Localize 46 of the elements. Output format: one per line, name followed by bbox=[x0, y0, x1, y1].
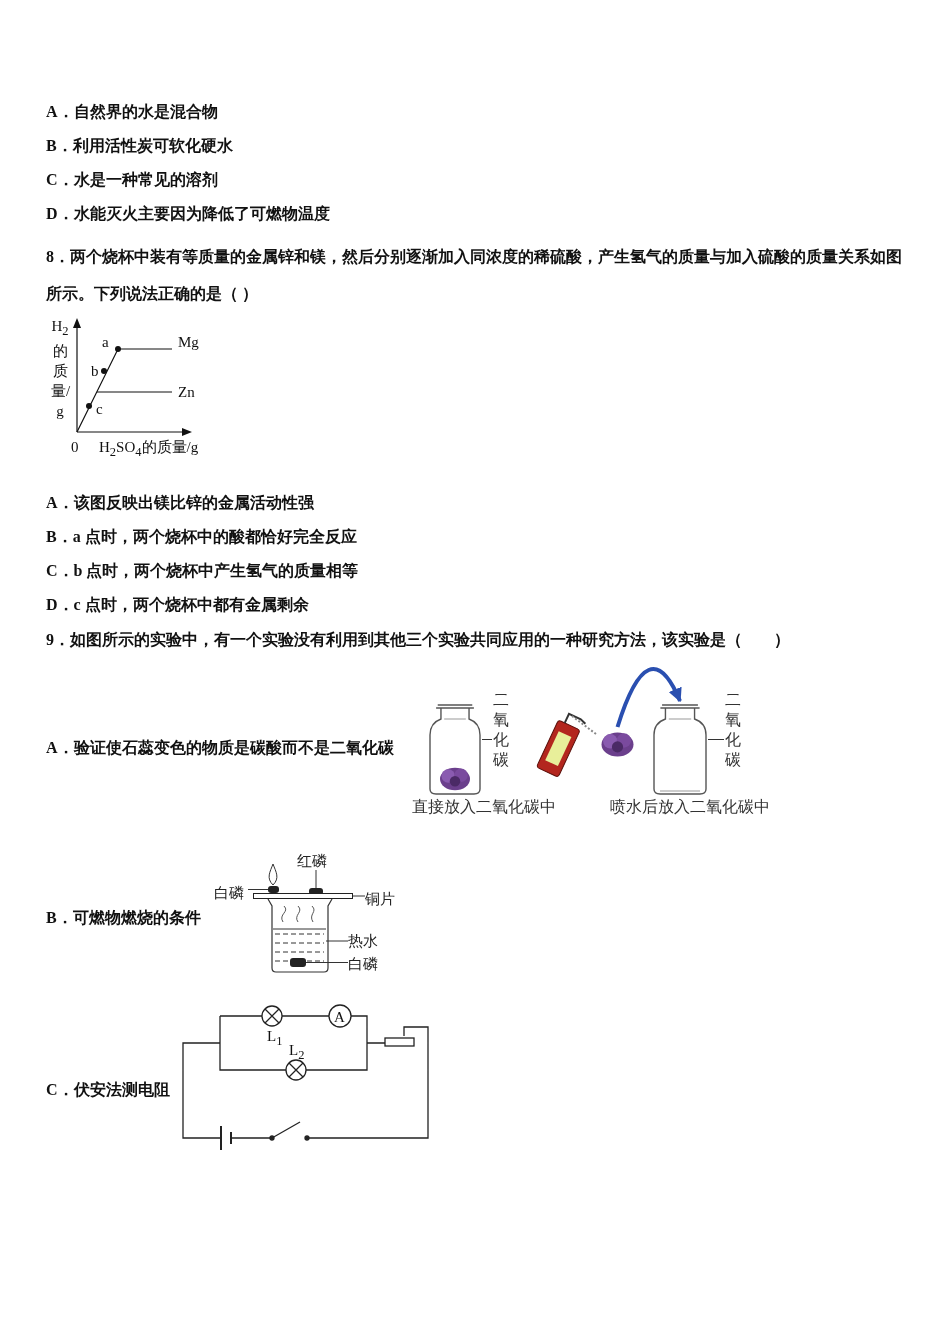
question-text: 9．如图所示的实验中，有一个实验没有利用到其他三个实验共同应用的一种研究方法，该实验是（ ） bbox=[46, 630, 790, 650]
gas-jar-drawing bbox=[428, 703, 482, 795]
answer-option: A．验证使石蕊变色的物质是碳酸而不是二氧化碳 bbox=[46, 738, 394, 758]
question-text: 8．两个烧杯中装有等质量的金属锌和镁，然后分别逐渐加入同浓度的稀硫酸，产生氢气的质量与加入硫酸的质量关系如图所示。下列说法正确的是（ ） bbox=[46, 247, 903, 304]
answer-option: C．水是一种常见的溶剂 bbox=[46, 170, 218, 190]
figure-caption: 喷水后放入二氧化碳中 bbox=[610, 797, 770, 817]
figure-caption: 直接放入二氧化碳中 bbox=[412, 797, 556, 817]
part-label: 二氧化碳 bbox=[724, 690, 742, 770]
lamp-label: L$_{1}$ bbox=[267, 1027, 283, 1050]
part-label: 白磷 bbox=[348, 955, 378, 973]
phosphorus-piece bbox=[290, 958, 306, 967]
answer-option: B．利用活性炭可软化硬水 bbox=[46, 136, 233, 156]
part-label: 红磷 bbox=[297, 852, 327, 870]
leader-line bbox=[305, 962, 349, 963]
arrow bbox=[615, 667, 682, 728]
phosphorus-piece bbox=[268, 886, 279, 893]
part-label: 热水 bbox=[348, 932, 378, 950]
answer-option: D．c 点时，两个烧杯中都有金属剩余 bbox=[46, 595, 309, 615]
answer-option: A．该图反映出镁比锌的金属活动性强 bbox=[46, 493, 314, 513]
leader-line bbox=[247, 889, 269, 890]
answer-option: A．自然界的水是混合物 bbox=[46, 102, 218, 122]
leader-line bbox=[325, 940, 349, 942]
answer-option: C．b 点时，两个烧杯中产生氢气的质量相等 bbox=[46, 561, 359, 581]
answer-option: C．伏安法测电阻 bbox=[46, 1080, 170, 1100]
part-label: 铜片 bbox=[365, 890, 395, 908]
axis-title: H$_{2}$的质量/g bbox=[51, 317, 69, 421]
origin-label: 0 bbox=[71, 438, 79, 457]
line-label: Mg bbox=[178, 333, 199, 352]
answer-option: D．水能灭火主要因为降低了可燃物温度 bbox=[46, 204, 330, 224]
leader-line bbox=[707, 739, 725, 740]
part-label: 白磷 bbox=[214, 884, 244, 902]
point-label: c bbox=[96, 400, 103, 419]
answer-option: B．a 点时，两个烧杯中的酸都恰好完全反应 bbox=[46, 527, 357, 547]
point-label: b bbox=[91, 362, 99, 381]
line-label: Zn bbox=[178, 383, 195, 402]
part-label: 二氧化碳 bbox=[492, 690, 510, 770]
leader-line bbox=[315, 869, 317, 889]
gas-jar-drawing bbox=[652, 703, 708, 795]
copper-plate bbox=[253, 893, 353, 899]
leader-line bbox=[481, 739, 493, 740]
ammeter-letter: A bbox=[334, 1008, 345, 1027]
axis-title: H$_{2}$SO$_{4}$的质量/g bbox=[99, 438, 199, 461]
answer-option: B．可燃物燃烧的条件 bbox=[46, 908, 201, 928]
leader-line bbox=[352, 895, 366, 897]
point-label: a bbox=[102, 333, 109, 352]
lamp-label: L$_{2}$ bbox=[289, 1041, 305, 1064]
